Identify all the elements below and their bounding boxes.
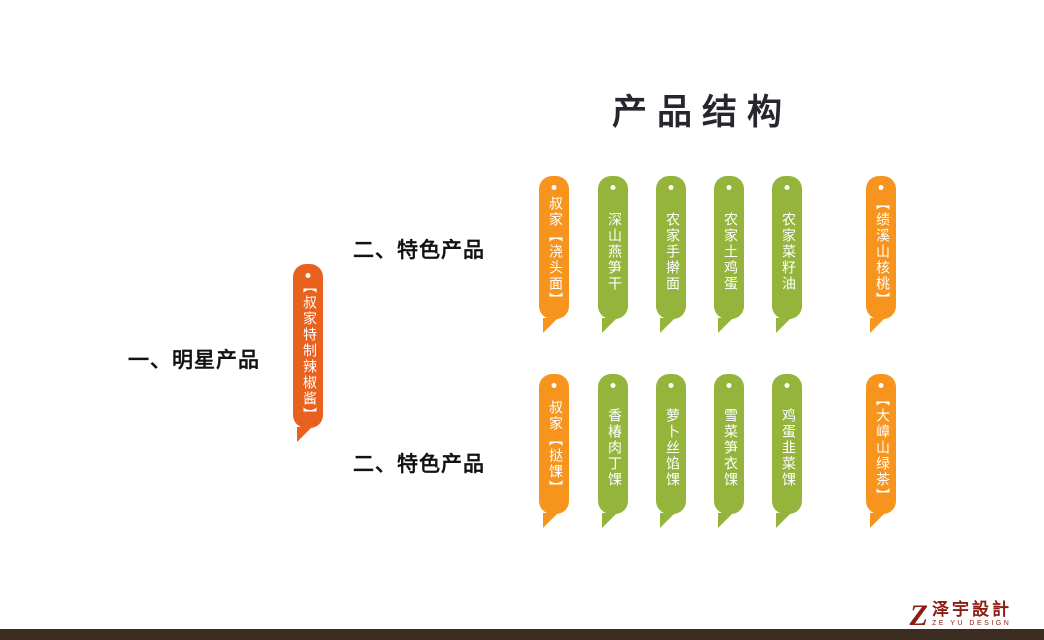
- tag-label: 雪菜笋衣馃: [722, 408, 737, 489]
- tag-tail: [543, 318, 558, 333]
- tag-radish-guo: 萝卜丝馅馃: [656, 374, 686, 528]
- tag-pin-dot: [726, 383, 732, 388]
- tag-label: 鸡蛋韭菜馃: [780, 408, 795, 489]
- section-label-featured-top: 二、特色产品: [353, 239, 485, 262]
- tag-tail: [870, 318, 885, 333]
- logo-name-en: ZE YU DESIGN: [932, 620, 1012, 627]
- tag-pin-dot: [610, 383, 616, 388]
- logo-z-icon: Z: [909, 598, 928, 632]
- tag-star-product: 【叔家特制辣椒酱】: [293, 264, 323, 442]
- tag-taguo: 叔家【挞馃】: [539, 374, 569, 528]
- tag-handmade-noodles: 农家手擀面: [656, 176, 686, 333]
- tag-label: 【大嶂山绿茶】: [874, 392, 889, 505]
- tag-label: 农家菜籽油: [780, 211, 795, 292]
- tag-dried-bamboo-shoots: 深山燕笋干: [598, 176, 628, 333]
- tag-label: 农家土鸡蛋: [722, 211, 737, 292]
- logo-text: 泽宇設計 ZE YU DESIGN: [932, 601, 1012, 627]
- tag-label: 萝卜丝馅馃: [664, 408, 679, 489]
- tag-tail: [660, 513, 675, 528]
- brand-logo: Z 泽宇設計 ZE YU DESIGN: [909, 598, 1012, 632]
- tag-tail: [660, 318, 675, 333]
- section-label-star: 一、明星产品: [128, 349, 260, 372]
- tag-mountain-walnuts: 【绩溪山核桃】: [866, 176, 896, 333]
- tag-label: 【绩溪山核桃】: [874, 195, 889, 308]
- tag-pin-dot: [668, 185, 674, 190]
- tag-egg-chive-guo: 鸡蛋韭菜馃: [772, 374, 802, 528]
- tag-toon-pork-guo: 香椿肉丁馃: [598, 374, 628, 528]
- tag-tail: [776, 513, 791, 528]
- tag-rapeseed-oil: 农家菜籽油: [772, 176, 802, 333]
- tag-farm-eggs: 农家土鸡蛋: [714, 176, 744, 333]
- tag-label: 叔家【浇头面】: [547, 195, 562, 308]
- tag-label: 深山燕笋干: [606, 211, 621, 292]
- tag-tail: [543, 513, 558, 528]
- section-label-featured-bottom: 二、特色产品: [353, 453, 485, 476]
- tag-label: 香椿肉丁馃: [606, 408, 621, 489]
- tag-label: 叔家【挞馃】: [547, 400, 562, 497]
- tag-jiaotou-noodles: 叔家【浇头面】: [539, 176, 569, 333]
- tag-pin-dot: [668, 383, 674, 388]
- tag-pin-dot: [305, 273, 311, 278]
- tag-label: 【叔家特制辣椒酱】: [301, 278, 316, 423]
- tag-pin-dot: [610, 185, 616, 190]
- page-title: 产品结构: [612, 93, 793, 132]
- tag-tail: [602, 318, 617, 333]
- tag-pin-dot: [784, 185, 790, 190]
- tag-tail: [602, 513, 617, 528]
- tag-tail: [297, 427, 312, 442]
- tag-pin-dot: [551, 383, 557, 388]
- tag-pickled-veg-guo: 雪菜笋衣馃: [714, 374, 744, 528]
- tag-tail: [718, 318, 733, 333]
- tag-tail: [870, 513, 885, 528]
- tag-tail: [718, 513, 733, 528]
- footer-bar: [0, 629, 1044, 640]
- tag-tail: [776, 318, 791, 333]
- logo-name-cn: 泽宇設計: [932, 600, 1012, 619]
- tag-green-tea: 【大嶂山绿茶】: [866, 374, 896, 528]
- tag-pin-dot: [726, 185, 732, 190]
- tag-pin-dot: [551, 185, 557, 190]
- tag-pin-dot: [878, 383, 884, 388]
- tag-pin-dot: [784, 383, 790, 388]
- tag-pin-dot: [878, 185, 884, 190]
- tag-label: 农家手擀面: [664, 211, 679, 292]
